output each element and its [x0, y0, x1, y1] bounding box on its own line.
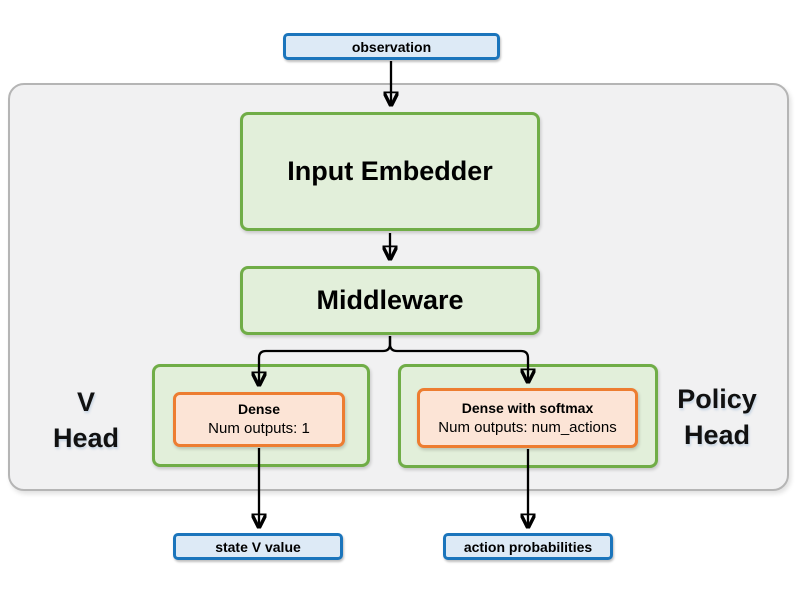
observation-label: observation — [351, 38, 432, 55]
policy-head-label-line1: Policy — [677, 384, 757, 414]
state-v-value-label: state V value — [215, 538, 301, 555]
policy-head-dense-subtitle: Num outputs: num_actions — [438, 418, 617, 436]
action-probabilities-node: action probabilities — [443, 533, 613, 560]
policy-head-label-line2: Head — [683, 420, 751, 450]
input-embedder-label: Input Embedder — [287, 156, 493, 186]
middleware-label: Middleware — [316, 285, 464, 315]
policy-head-dense-title: Dense with softmax — [461, 399, 594, 416]
v-head-dense-node: Dense Num outputs: 1 — [173, 392, 345, 447]
action-probabilities-label: action probabilities — [463, 538, 593, 555]
input-embedder-node: Input Embedder — [240, 112, 540, 231]
v-head-label: V Head — [25, 384, 147, 456]
v-head-label-line2: Head — [52, 423, 120, 453]
v-head-dense-title: Dense — [237, 401, 281, 417]
observation-node: observation — [283, 33, 500, 60]
v-head-dense-subtitle: Num outputs: 1 — [208, 420, 310, 437]
v-head-label-line1: V — [76, 387, 95, 417]
policy-head-label: Policy Head — [657, 381, 777, 453]
policy-head-dense-node: Dense with softmax Num outputs: num_acti… — [417, 388, 638, 448]
middleware-node: Middleware — [240, 266, 540, 335]
state-v-value-node: state V value — [173, 533, 343, 560]
